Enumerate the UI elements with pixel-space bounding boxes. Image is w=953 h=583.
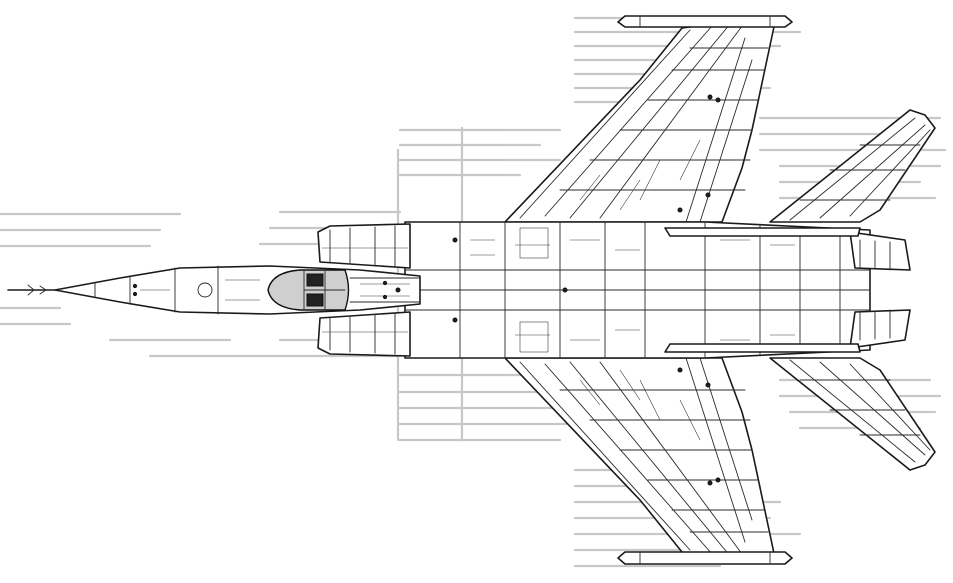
- spine-details: [349, 277, 421, 303]
- center-fuselage: [404, 221, 871, 359]
- cockpit-canopy: [267, 269, 350, 311]
- upper-wing: [504, 17, 776, 223]
- lower-wing-missile-rail: [617, 551, 793, 565]
- lower-intake: [317, 311, 411, 357]
- forward-fuselage: [54, 265, 421, 315]
- upper-stabilizer: [769, 109, 936, 223]
- upper-intake: [317, 223, 411, 269]
- upper-wing-missile-rail: [617, 15, 793, 28]
- lower-wing: [504, 357, 776, 563]
- engine-nozzles: [664, 227, 911, 353]
- pitot-probe: [7, 284, 56, 296]
- lower-stabilizer: [769, 357, 936, 471]
